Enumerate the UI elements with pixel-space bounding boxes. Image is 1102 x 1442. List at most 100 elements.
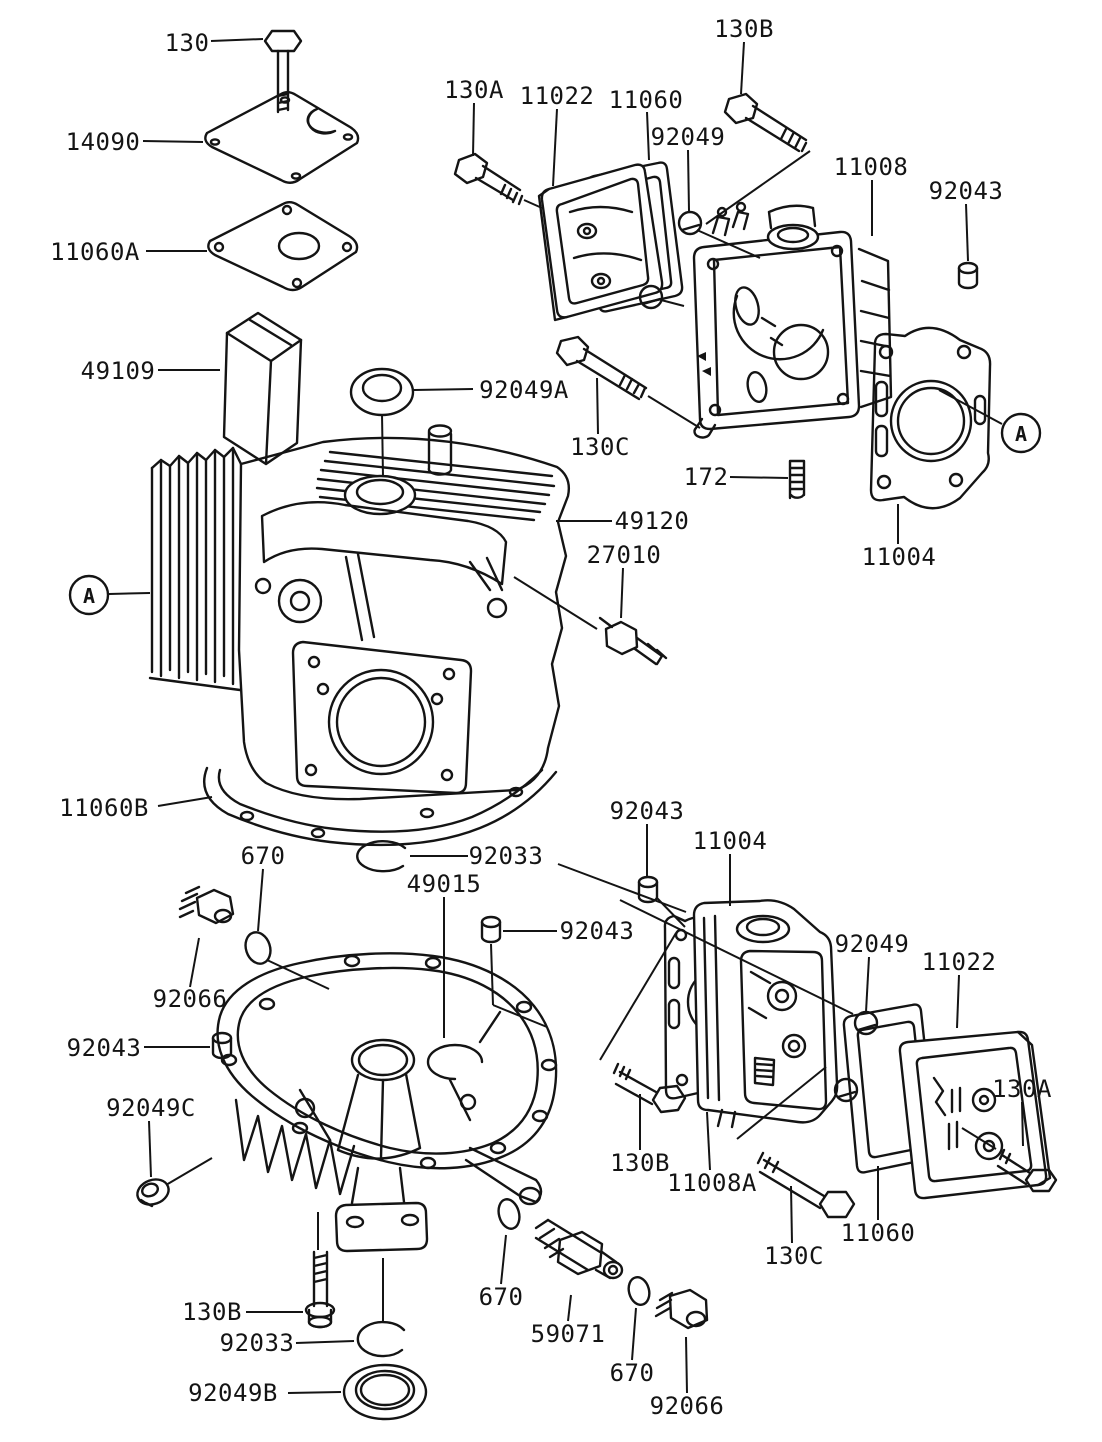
box-49109-icon xyxy=(222,311,303,466)
bolt-130b-low-icon xyxy=(612,1062,687,1114)
connector-line xyxy=(523,199,543,209)
part-label-49015: 49015 xyxy=(407,870,482,898)
leader-line-130A xyxy=(1021,1101,1024,1147)
connector-line xyxy=(513,576,598,630)
cylinder-head-11008-icon xyxy=(692,201,893,439)
leader-line-92043 xyxy=(965,203,969,262)
leader-line-ref-A xyxy=(938,389,1003,425)
connector-line xyxy=(599,932,677,1061)
oring-670-low-icon xyxy=(627,1276,651,1306)
view-ref-circle-A xyxy=(1000,412,1042,454)
part-label-11060B: 11060B xyxy=(59,794,149,822)
part-label-11060: 11060 xyxy=(609,86,684,114)
bolt-130a-top-icon xyxy=(453,152,524,206)
crankcase-49120-icon xyxy=(148,424,571,801)
connector-line xyxy=(961,1127,997,1150)
part-label-92043: 92043 xyxy=(610,797,685,825)
leader-line-92049 xyxy=(687,149,690,212)
bolt-130a-low-icon xyxy=(996,1148,1058,1193)
leader-line-27010 xyxy=(620,567,624,619)
connector-line xyxy=(266,959,330,990)
part-label-92049: 92049 xyxy=(651,123,726,151)
part-label-130A: 130A xyxy=(444,76,504,104)
valve-cover-11022-top-icon xyxy=(537,163,664,322)
part-label-670: 670 xyxy=(610,1359,655,1387)
leader-line-92049 xyxy=(865,956,870,1013)
oring-670-top-icon xyxy=(244,931,272,965)
view-ref-label-A: A xyxy=(83,584,95,608)
part-label-92066: 92066 xyxy=(650,1392,725,1420)
part-label-92033: 92033 xyxy=(220,1329,295,1357)
leader-line-670 xyxy=(631,1307,637,1361)
part-label-670: 670 xyxy=(479,1283,524,1311)
leader-line-92049B xyxy=(287,1391,342,1394)
part-label-172: 172 xyxy=(684,463,729,491)
part-label-92066: 92066 xyxy=(153,985,228,1013)
part-label-11022: 11022 xyxy=(922,948,997,976)
part-label-130C: 130C xyxy=(570,433,630,461)
part-label-92043: 92043 xyxy=(67,1034,142,1062)
bolt-130c-low-icon xyxy=(756,1151,856,1219)
part-label-92043: 92043 xyxy=(560,917,635,945)
seal-92049c-icon xyxy=(136,1178,170,1208)
screw-172-icon xyxy=(788,459,806,500)
part-label-59071: 59071 xyxy=(531,1320,606,1348)
view-ref-label-A: A xyxy=(1015,422,1027,446)
leader-line-92049A xyxy=(413,388,474,391)
leader-line-130C xyxy=(790,1185,793,1244)
leader-line-92033 xyxy=(557,863,687,913)
leader-lines-layer xyxy=(108,38,1024,1394)
leader-line-11060B xyxy=(157,796,213,807)
view-ref-circle-A xyxy=(68,574,110,616)
part-label-92049C: 92049C xyxy=(106,1094,196,1122)
connector-line xyxy=(490,943,494,1006)
leader-line-92066 xyxy=(685,1336,688,1394)
connector-line xyxy=(492,1004,548,1028)
connector-line xyxy=(736,1066,827,1140)
leader-line-130C xyxy=(596,377,599,435)
leader-line-670 xyxy=(500,1234,507,1285)
bolt-130b-top-icon xyxy=(723,92,808,153)
leader-line-92033 xyxy=(295,1340,355,1344)
part-label-92043: 92043 xyxy=(929,177,1004,205)
gasket-11060a-icon xyxy=(207,201,359,292)
part-label-49109: 49109 xyxy=(81,357,156,385)
part-label-130B: 130B xyxy=(610,1149,670,1177)
cap-92049-low-icons xyxy=(833,1010,879,1103)
part-label-92049A: 92049A xyxy=(479,376,569,404)
leader-line-11060 xyxy=(646,111,650,161)
dowel-92043-mid-icon xyxy=(480,915,502,944)
leader-line-92049C xyxy=(165,1157,213,1186)
part-label-11004: 11004 xyxy=(693,827,768,855)
bolt-130b-bottom-icon xyxy=(304,1250,336,1329)
leader-line-670 xyxy=(257,868,264,932)
cylinder-head-11008a-icon xyxy=(692,899,839,1129)
leader-line-92066 xyxy=(189,937,200,988)
leader-line-11008A xyxy=(706,1111,711,1171)
connector-line xyxy=(647,395,701,429)
leader-line-ref-A xyxy=(108,592,151,595)
connector-line xyxy=(660,299,685,307)
plug-92066-bottom-icon xyxy=(654,1288,709,1330)
bolt-130-icon xyxy=(263,29,303,114)
ring-92033-top-icon xyxy=(356,840,407,873)
oil-switch-27010-icon xyxy=(598,616,668,666)
cap-92049-top-icons xyxy=(638,210,703,310)
part-label-11022: 11022 xyxy=(520,82,595,110)
part-label-130A: 130A xyxy=(992,1075,1052,1103)
dowel-92043-left-icon xyxy=(211,1031,233,1060)
leader-line-92043 xyxy=(656,897,686,928)
part-label-670: 670 xyxy=(241,842,286,870)
part-label-130B: 130B xyxy=(714,15,774,43)
part-label-92033: 92033 xyxy=(469,842,544,870)
leader-line-130B xyxy=(740,41,745,95)
part-label-130C: 130C xyxy=(764,1242,824,1270)
oil-pan-49015-icon xyxy=(216,952,558,1253)
part-label-11008: 11008 xyxy=(834,153,909,181)
dowel-92043-right-icon xyxy=(637,875,659,904)
part-label-11060A: 11060A xyxy=(50,238,140,266)
oring-670-mid-icon xyxy=(497,1198,521,1230)
